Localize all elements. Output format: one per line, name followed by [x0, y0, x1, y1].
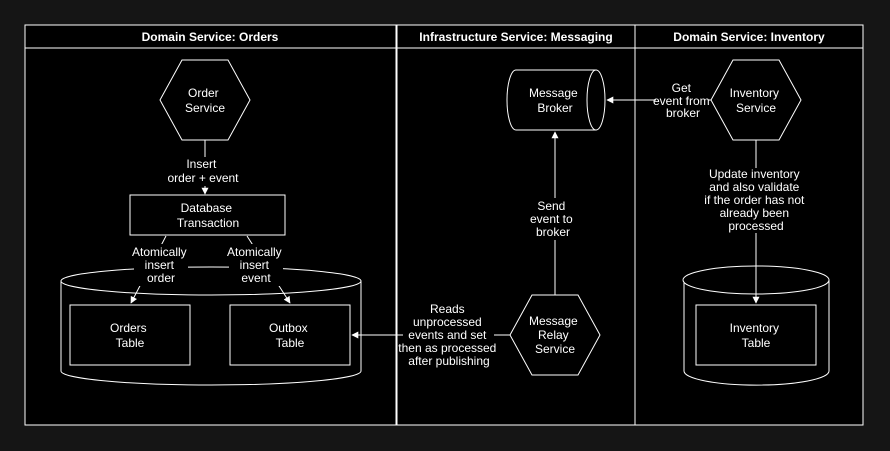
edge-reads-unprocessed: Reads unprocessed events and set then as…	[351, 302, 510, 370]
orders-table-label: Orders Table	[110, 321, 150, 350]
edge-atomic-insert-event-label: Atomically insert event	[227, 245, 285, 285]
edge-get-event: Get event from broker	[606, 81, 713, 120]
edge-atomic-insert-order-label: Atomically insert order	[132, 245, 190, 285]
panel-orders-title: Domain Service: Orders	[142, 30, 279, 44]
message-relay-service-label: Message Relay Service	[529, 314, 581, 356]
inventory-table-node: Inventory Table	[695, 304, 817, 366]
database-transaction-label: Database Transaction	[177, 201, 239, 230]
edge-reads-unprocessed-label: Reads unprocessed events and set then as…	[398, 302, 499, 368]
order-service-node: Order Service	[159, 59, 251, 141]
panel-inventory-title: Domain Service: Inventory	[673, 30, 825, 44]
edge-send-event-label: Send event to broker	[530, 199, 576, 239]
edge-send-event: Send event to broker	[530, 131, 576, 295]
message-broker-label: Message Broker	[529, 86, 581, 115]
panel-messaging-title: Infrastructure Service: Messaging	[419, 30, 612, 44]
edge-atomic-insert-event: Atomically insert event	[227, 235, 291, 304]
orders-table-node: Orders Table	[69, 304, 191, 366]
edge-get-event-label: Get event from broker	[653, 81, 713, 120]
edge-atomic-insert-order: Atomically insert order	[130, 235, 190, 304]
message-relay-service-node: Message Relay Service	[509, 294, 601, 376]
inventory-service-node: Inventory Service	[710, 59, 802, 141]
inventory-service-label: Inventory Service	[730, 86, 783, 115]
database-transaction-node: Database Transaction	[129, 194, 286, 236]
outbox-table-node: Outbox Table	[229, 304, 351, 366]
edge-insert-order-event: Insert order + event	[167, 140, 239, 195]
message-broker-node: Message Broker	[506, 69, 606, 131]
edge-update-inventory: Update inventory and also validate if th…	[704, 140, 807, 304]
inventory-table-label: Inventory Table	[730, 321, 783, 350]
outbox-table-label: Outbox Table	[269, 321, 311, 350]
edge-insert-order-event-label: Insert order + event	[167, 157, 239, 185]
edge-update-inventory-label: Update inventory and also validate if th…	[704, 167, 807, 233]
order-service-label: Order Service	[185, 86, 225, 115]
